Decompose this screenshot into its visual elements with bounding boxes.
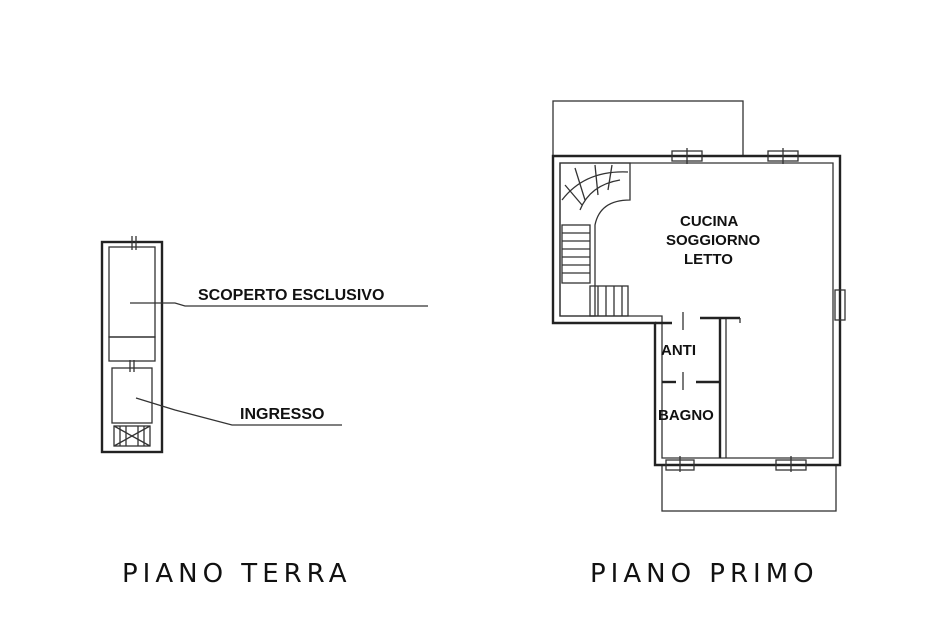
first-floor-outline <box>551 154 842 467</box>
bagno-label: BAGNO <box>658 407 714 424</box>
window-marks <box>665 148 846 472</box>
ground-floor-plan: SCOPERTO ESCLUSIVO INGRESSO <box>100 236 428 454</box>
piano-terra-caption: PIANO TERRA <box>122 559 351 589</box>
interior-walls <box>655 312 741 458</box>
piano-primo-caption: PIANO PRIMO <box>590 559 819 589</box>
ingresso-room <box>111 367 153 424</box>
first-floor-plan: CUCINA SOGGIORNO LETTO ANTI BAGNO <box>551 100 846 512</box>
scoperto-label: SCOPERTO ESCLUSIVO <box>198 287 384 304</box>
top-terrace <box>552 100 744 157</box>
spiral-stair-icon <box>559 162 631 317</box>
cucina-label: CUCINA <box>680 213 738 230</box>
letto-label: LETTO <box>684 251 733 268</box>
bottom-terrace <box>661 464 837 512</box>
scoperto-area <box>108 246 156 338</box>
ground-stair-icon <box>113 425 151 447</box>
ground-floor-outline <box>100 240 164 454</box>
soggiorno-label: SOGGIORNO <box>666 232 761 249</box>
passage-band <box>108 336 156 362</box>
scoperto-leader <box>130 302 428 307</box>
ingresso-leader <box>135 397 342 426</box>
ingresso-label: INGRESSO <box>240 406 324 423</box>
anti-label: ANTI <box>661 342 696 359</box>
